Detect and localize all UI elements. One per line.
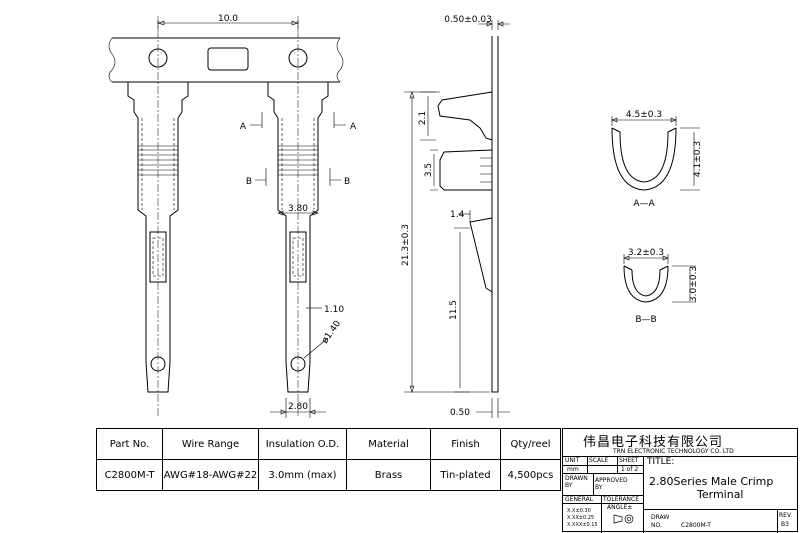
hole-width-dim: 1.10 (324, 305, 344, 315)
spec-header-row: Part No. Wire Range Insulation O.D. Mate… (96, 428, 561, 460)
bb-label: B—B (635, 315, 656, 325)
cell-insulation: 3.0mm (max) (258, 459, 347, 491)
rev-label: REV. (779, 512, 793, 519)
dim-3-5: 3.5 (424, 163, 434, 177)
dim-2-1: 2.1 (418, 111, 428, 125)
header-qty: Qty/reel (500, 428, 561, 460)
side-view: 0.50±0.03 2.1 3.5 21.3±0.3 1.4 11.5 0.50 (401, 15, 510, 418)
dim-11-5: 11.5 (449, 300, 459, 320)
section-b-left: B (246, 177, 252, 187)
company-name-en: TRN ELECTRONIC TECHNOLOGY CO. LTD (613, 448, 734, 455)
section-a-left: A (240, 122, 247, 132)
section-bb: 3.2±0.3 3.0±0.3 B—B (623, 248, 699, 325)
rev-value: B3 (781, 521, 789, 528)
header-insulation: Insulation O.D. (258, 428, 347, 460)
technical-drawing: 10.0 A A B B 3.80 1.10 ø1.40 (108, 14, 703, 418)
spec-data-row: C2800M-T AWG#18-AWG#22 3.0mm (max) Brass… (96, 459, 561, 491)
tolerance-label: TOLERANCE (603, 496, 640, 503)
sheet-label: SHEET (619, 457, 639, 464)
title-value-1: 2.80Series Male Crimp (649, 475, 774, 488)
draw-no-value: C2800M-T (681, 522, 711, 529)
section-a-right: A (350, 122, 357, 132)
approved-by-label: APPROVED BY (595, 477, 628, 491)
angle-label: ANGLE± (607, 504, 633, 511)
unit-label: UNIT (565, 457, 580, 464)
unit-value: mm (567, 466, 579, 473)
aa-height-dim: 4.1±0.3 (693, 141, 703, 177)
projection-icon (613, 514, 634, 524)
pin-width-dim: 2.80 (288, 402, 308, 412)
width-body-dim: 3.80 (288, 204, 308, 214)
cell-part-no: C2800M-T (96, 459, 163, 491)
spec-table: Part No. Wire Range Insulation O.D. Mate… (96, 428, 561, 491)
cell-material: Brass (346, 459, 431, 491)
thickness-dim: 0.50±0.03 (444, 15, 492, 25)
header-wire-range: Wire Range (162, 428, 259, 460)
dim-0-50: 0.50 (450, 408, 470, 418)
draw-no-label: DRAW NO. (651, 514, 670, 529)
tol-3: X.XXX±0.15 (567, 522, 598, 528)
tol-2: X.XX±0.25 (567, 515, 595, 521)
dim-1-4: 1.4 (450, 210, 465, 220)
bb-height-dim: 3.0±0.3 (689, 266, 699, 302)
aa-width-dim: 4.5±0.3 (626, 110, 662, 120)
header-part-no: Part No. (96, 428, 163, 460)
bb-width-dim: 3.2±0.3 (628, 248, 664, 258)
cell-finish: Tin-plated (430, 459, 501, 491)
title-value-2: Terminal (697, 488, 744, 501)
sheet-value: 1 of 2 (621, 466, 639, 473)
tol-1: X.X±0.30 (567, 508, 591, 514)
hole-dia-dim: ø1.40 (320, 319, 343, 346)
terminal-right: A A B B 3.80 1.10 ø1.40 2.80 (240, 82, 357, 418)
section-b-right: B (344, 177, 350, 187)
title-label: TITLE: (647, 457, 675, 467)
scale-label: SCALE (589, 457, 609, 464)
carrier-strip: 10.0 (108, 14, 344, 418)
section-aa: 4.5±0.3 4.1±0.3 A—A (611, 110, 703, 209)
dim-21-3: 21.3±0.3 (401, 224, 411, 266)
general-label: GENERAL (565, 496, 594, 503)
cell-qty: 4,500pcs (500, 459, 561, 491)
terminal-left (127, 82, 189, 393)
aa-label: A—A (633, 199, 655, 209)
header-material: Material (346, 428, 431, 460)
header-finish: Finish (430, 428, 501, 460)
company-name-cn: 伟昌电子科技有限公司 (583, 435, 724, 450)
drawn-by-label: DRAWN BY (565, 475, 588, 489)
title-block: 伟昌电子科技有限公司 TRN ELECTRONIC TECHNOLOGY CO.… (562, 428, 798, 533)
pitch-dim: 10.0 (218, 14, 238, 24)
cell-wire-range: AWG#18-AWG#22 (162, 459, 259, 491)
